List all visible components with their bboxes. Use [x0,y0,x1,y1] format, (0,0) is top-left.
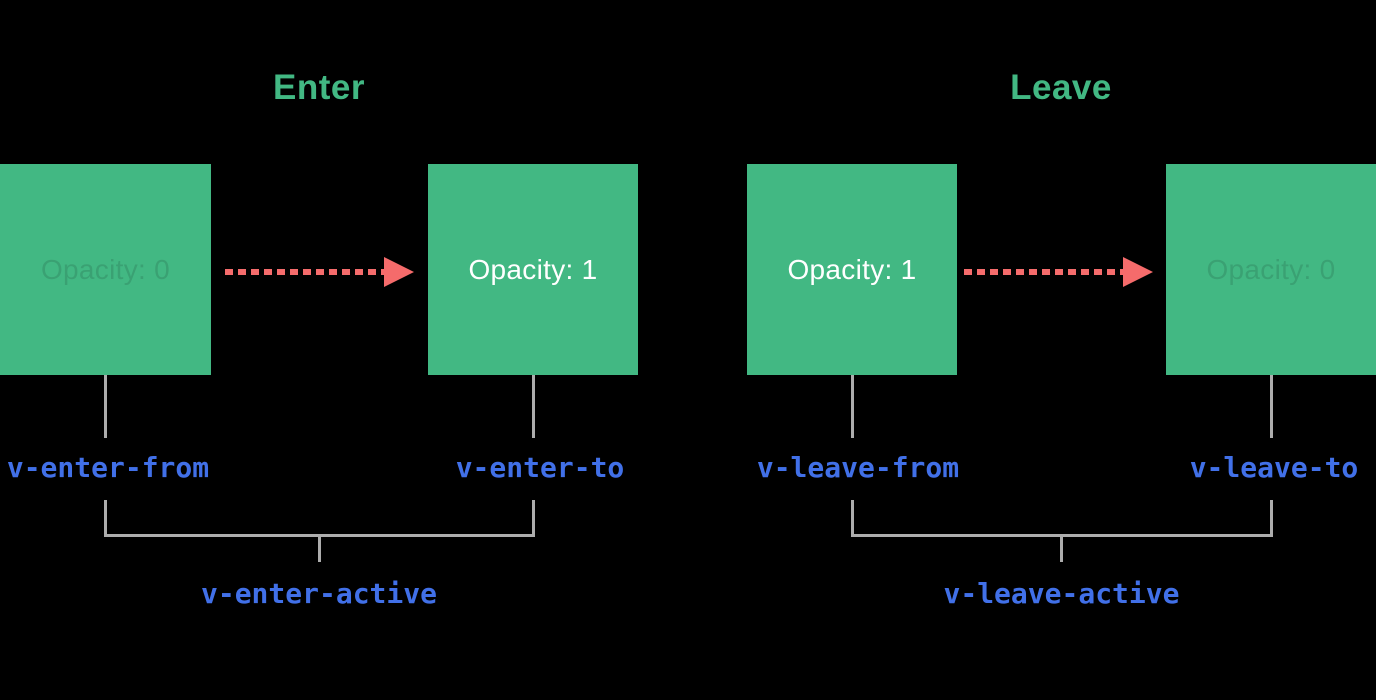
box-opacity-label: Opacity: 0 [40,253,171,285]
leave-section-title: Leave [1010,68,1112,107]
leave-active-stub [1060,537,1063,562]
leave-dashed-arrow-icon [964,257,1153,287]
box-opacity-label: Opacity: 1 [787,253,917,285]
leave-to-box: Opacity: 0 [1166,164,1376,375]
enter-from-box: Opacity: 0 [0,164,211,375]
connector-line-enter-to [531,375,535,438]
leave-active-class-label: v-leave-active [943,577,1180,610]
enter-from-class-label: v-enter-from [6,451,210,484]
box-opacity-label: Opacity: 0 [1206,253,1336,285]
enter-to-class-label: v-enter-to [455,451,625,484]
leave-from-box: Opacity: 1 [747,164,957,375]
leave-to-class-label: v-leave-to [1189,451,1359,484]
connector-line-leave-from [850,375,854,438]
leave-from-class-label: v-leave-from [756,451,960,484]
enter-section-title: Enter [273,68,365,107]
connector-line-leave-to [1269,375,1273,438]
enter-to-box: Opacity: 1 [428,164,638,375]
leave-active-bracket [850,500,1273,537]
enter-active-stub [317,537,321,562]
connector-line-enter-from [103,375,107,438]
enter-active-class-label: v-enter-active [200,577,437,610]
enter-dashed-arrow-icon [225,257,414,287]
box-opacity-label: Opacity: 1 [468,253,598,285]
enter-active-bracket [103,500,535,537]
